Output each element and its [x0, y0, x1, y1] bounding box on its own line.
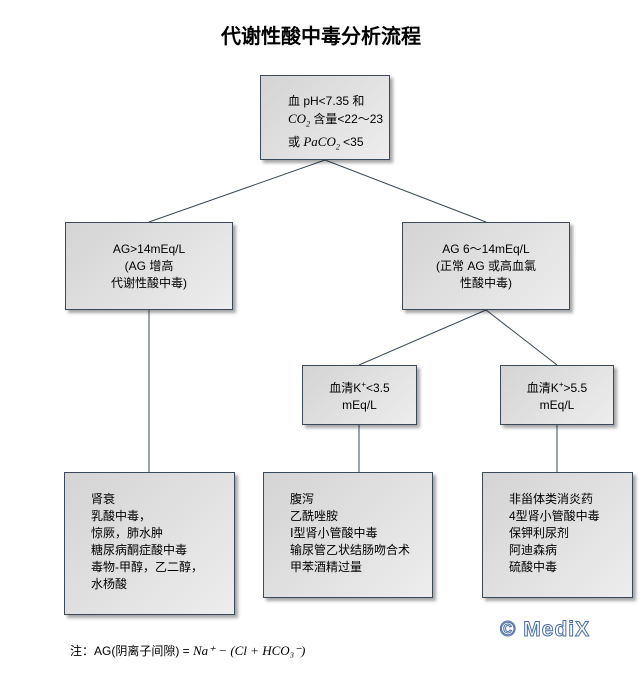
ag-high-box: AG>14mEq/L (AG 增高 代谢性酸中毒) [65, 222, 233, 310]
medix-watermark: © MediX [499, 618, 591, 642]
co2-symbol: CO2 [288, 111, 311, 129]
cause-item: 非甾体类消炎药 [509, 492, 594, 506]
start-box: 血 pH<7.35 和 CO2 含量<22～23 或 PaCO2 <35 [260, 75, 390, 160]
box-line: AG 6～14mEq/L [442, 241, 530, 256]
cause-item: 糖尿病酮症酸中毒 [91, 543, 188, 557]
connector [485, 309, 558, 366]
causes-high-ag-box: 肾衰 乳酸中毒， 惊厥，肺水肿 糖尿病酮症酸中毒 毒物-甲醇，乙二醇， 水杨酸 [64, 472, 235, 615]
box-line: mEq/L [342, 398, 377, 412]
cause-item: 保钾利尿剂 [509, 526, 570, 540]
connector [358, 309, 487, 366]
cause-item: 腹泻 [290, 492, 315, 506]
cause-item: 硫酸中毒 [509, 560, 558, 574]
causes-low-k-box: 腹泻 乙酰唑胺 Ⅰ型肾小管酸中毒 输尿管乙状结肠吻合术 甲苯酒精过量 [263, 472, 433, 598]
cause-item: 甲苯酒精过量 [290, 560, 363, 574]
k-low-label: 血清K+<3.5 [329, 380, 390, 395]
k-high-label: 血清K+>5.5 [526, 380, 588, 395]
causes-high-k-box: 非甾体类消炎药 4型肾小管酸中毒 保钾利尿剂 阿迪森病 硫酸中毒 [482, 472, 633, 598]
ph-criterion: 血 pH<7.35 和 [288, 94, 365, 108]
k-low-box: 血清K+<3.5 mEq/L [302, 365, 417, 425]
cause-item: 惊厥，肺水肿 [91, 526, 164, 540]
box-line: mEq/L [539, 398, 575, 412]
connector [148, 159, 326, 223]
cause-item: 输尿管乙状结肠吻合术 [290, 543, 411, 557]
paco2-symbol: PaCO2 [303, 133, 340, 152]
k-high-box: 血清K+>5.5 mEq/L [500, 365, 614, 425]
diagram-title: 代谢性酸中毒分析流程 [221, 24, 421, 48]
cause-item: 毒物-甲醇，乙二醇， [91, 560, 203, 574]
box-line: 性酸中毒) [460, 275, 512, 290]
co2-criterion: 含量<22～23 [310, 112, 384, 126]
box-line: (正常 AG 或高血氯 [435, 258, 536, 273]
ag-normal-box: AG 6～14mEq/L (正常 AG 或高血氯 性酸中毒) [402, 222, 570, 310]
cause-item: 水杨酸 [91, 577, 128, 591]
cause-item: 乙酰唑胺 [290, 509, 339, 523]
box-line: 代谢性酸中毒) [111, 275, 187, 290]
box-line: (AG 增高 [124, 258, 174, 273]
cause-item: 阿迪森病 [509, 543, 558, 557]
ag-formula: Na⁺ − (Cl + HCO₃⁻) [193, 643, 306, 658]
cause-item: Ⅰ型肾小管酸中毒 [290, 526, 378, 540]
cause-item: 肾衰 [91, 492, 116, 506]
connector [324, 159, 487, 223]
paco2-criterion: <35 [339, 134, 364, 149]
cause-item: 4型肾小管酸中毒 [509, 509, 600, 523]
note-label: 注：AG(阴离子间隙) = [70, 644, 194, 658]
or-label: 或 [288, 134, 304, 149]
cause-item: 乳酸中毒， [91, 509, 152, 523]
ag-formula-note: 注：AG(阴离子间隙) = Na⁺ − (Cl + HCO₃⁻) [70, 642, 305, 659]
box-line: AG>14mEq/L [112, 241, 186, 256]
